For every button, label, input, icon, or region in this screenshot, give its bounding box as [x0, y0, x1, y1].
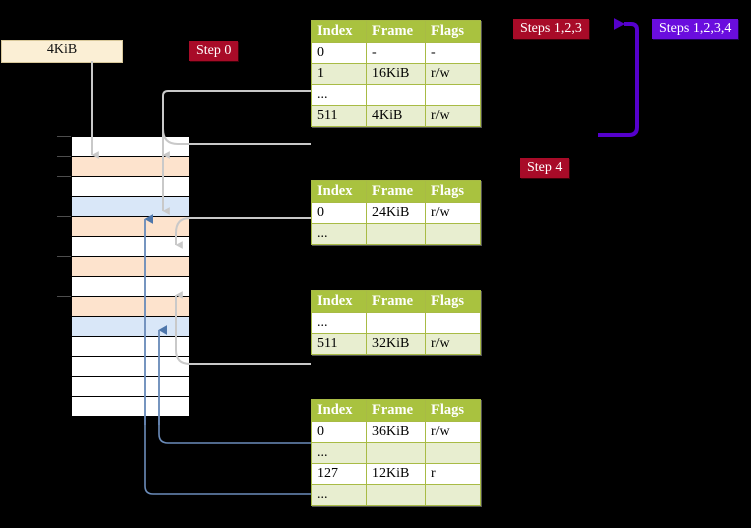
cell-flags: [425, 442, 481, 464]
cell-index: ...: [311, 484, 367, 506]
cell-flags: r: [425, 463, 481, 485]
badge-step-0: Step 0: [189, 41, 239, 61]
cell-frame: 12KiB: [366, 463, 426, 485]
cell-flags: r/w: [425, 421, 481, 443]
cell-frame: -: [366, 42, 426, 64]
memory-frame-orange: [71, 156, 190, 177]
memory-tick: [57, 176, 71, 177]
cell-frame: [366, 484, 426, 506]
table-row: ...: [311, 84, 481, 106]
frame-size-tag: 4KiB: [1, 40, 123, 63]
column-header-index: Index: [311, 399, 367, 422]
cell-flags: r/w: [425, 63, 481, 85]
column-header-flags: Flags: [425, 290, 481, 313]
physical-memory-column: [57, 136, 190, 417]
cell-index: ...: [311, 84, 367, 106]
cell-frame: 24KiB: [366, 202, 426, 224]
column-header-index: Index: [311, 180, 367, 203]
cell-flags: r/w: [425, 333, 481, 355]
memory-frame-orange: [71, 296, 190, 317]
cell-index: 127: [311, 463, 367, 485]
column-header-frame: Frame: [366, 399, 426, 422]
column-header-index: Index: [311, 20, 367, 43]
cell-index: ...: [311, 223, 367, 245]
table-row: ...: [311, 442, 481, 464]
memory-frame-white: [71, 376, 190, 397]
cell-flags: r/w: [425, 105, 481, 127]
cell-index: 0: [311, 42, 367, 64]
memory-frame-white: [71, 396, 190, 417]
badge-steps-1234: Steps 1,2,3,4: [652, 19, 739, 39]
memory-frame-white: [71, 236, 190, 257]
cell-frame: 16KiB: [366, 63, 426, 85]
memory-tick: [57, 136, 71, 137]
cell-frame: [366, 84, 426, 106]
badge-steps-123: Steps 1,2,3: [513, 19, 589, 39]
badge-step-4: Step 4: [520, 158, 570, 178]
cell-flags: [425, 84, 481, 106]
column-header-index: Index: [311, 290, 367, 313]
column-header-flags: Flags: [425, 399, 481, 422]
memory-frame-white: [71, 136, 190, 157]
cell-frame: [366, 223, 426, 245]
memory-frame-orange: [71, 216, 190, 237]
memory-frame-orange: [71, 256, 190, 277]
memory-frame-white: [71, 356, 190, 377]
memory-tick: [57, 156, 71, 157]
table-row: ...: [311, 312, 481, 334]
memory-frame-white: [71, 176, 190, 197]
connector-level2-511: [175, 291, 311, 365]
cell-frame: [366, 442, 426, 464]
cell-flags: r/w: [425, 202, 481, 224]
cell-index: 0: [311, 202, 367, 224]
cell-flags: [425, 484, 481, 506]
cell-index: 511: [311, 333, 367, 355]
table-row: 0--: [311, 42, 481, 64]
memory-frame-white: [71, 276, 190, 297]
column-header-frame: Frame: [366, 180, 426, 203]
cell-index: ...: [311, 312, 367, 334]
table-row: ...: [311, 223, 481, 245]
cell-frame: 4KiB: [366, 105, 426, 127]
memory-frame-blue: [71, 196, 190, 217]
cell-frame: [366, 312, 426, 334]
cell-frame: 32KiB: [366, 333, 426, 355]
cell-index: ...: [311, 442, 367, 464]
memory-frame-white: [71, 336, 190, 357]
table-row: ...: [311, 484, 481, 506]
cell-index: 1: [311, 63, 367, 85]
cell-flags: -: [425, 42, 481, 64]
memory-tick: [57, 296, 71, 297]
column-header-frame: Frame: [366, 290, 426, 313]
cell-flags: [425, 223, 481, 245]
column-header-frame: Frame: [366, 20, 426, 43]
column-header-flags: Flags: [425, 20, 481, 43]
steps-bracket-arrow: [598, 18, 639, 137]
cell-flags: [425, 312, 481, 334]
cell-frame: 36KiB: [366, 421, 426, 443]
column-header-flags: Flags: [425, 180, 481, 203]
cell-index: 0: [311, 421, 367, 443]
memory-tick: [57, 256, 71, 257]
memory-frame-blue: [71, 316, 190, 337]
memory-tick: [57, 216, 71, 217]
cell-index: 511: [311, 105, 367, 127]
